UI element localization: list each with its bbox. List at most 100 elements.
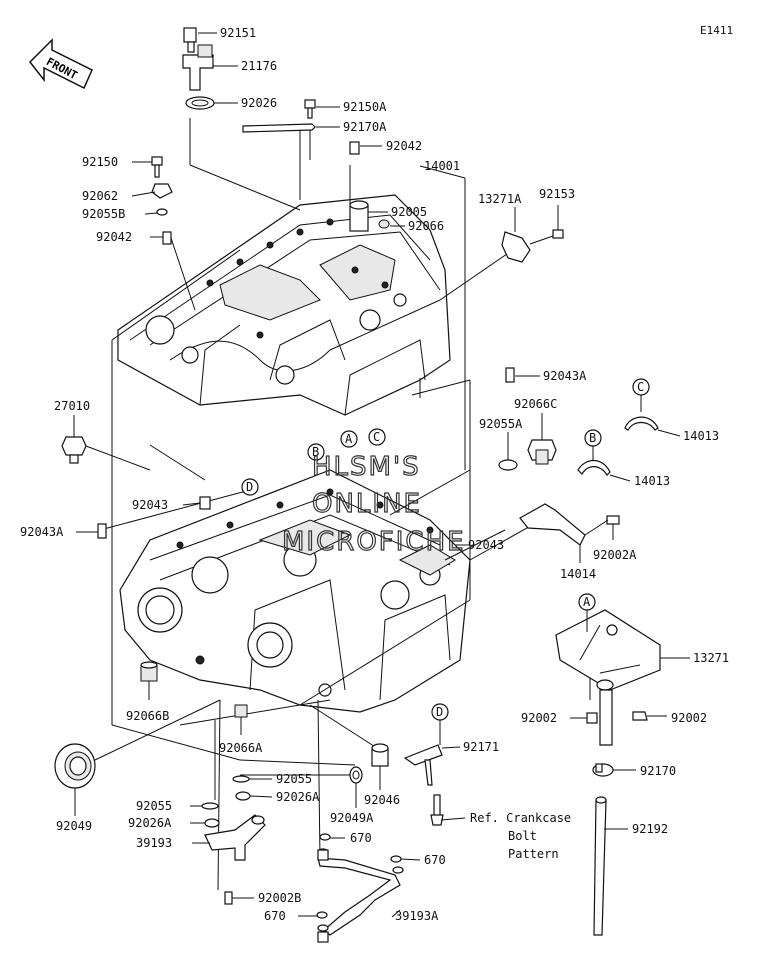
callout-92042-left: 92042 <box>96 230 132 244</box>
callout-92171: 92171 <box>463 740 499 754</box>
ref-circle-a-right: A <box>583 595 591 609</box>
callout-39193A: 39193A <box>395 909 439 923</box>
callout-92055-left: 92055 <box>136 799 172 813</box>
callout-14001: 14001 <box>424 159 460 173</box>
callout-92062: 92062 <box>82 189 118 203</box>
rod-92170A <box>242 123 316 133</box>
callout-92066A: 92066A <box>219 741 263 755</box>
callout-14013-c: 14013 <box>683 429 719 443</box>
pipe-39193A <box>316 833 404 943</box>
callout-92066C: 92066C <box>514 397 557 411</box>
dowel-92043A-left <box>97 523 107 539</box>
callout-13271A: 13271A <box>478 192 522 206</box>
callout-21176: 21176 <box>241 59 277 73</box>
callout-27010: 27010 <box>54 399 90 413</box>
bracket-13271A <box>501 229 564 263</box>
callout-670-a: 670 <box>350 831 372 845</box>
callout-92002-right: 92002 <box>671 711 707 725</box>
callout-92066B: 92066B <box>126 709 169 723</box>
callout-92055B: 92055B <box>82 207 125 221</box>
oil-pan-cover-13271 <box>555 609 661 746</box>
leader-lines <box>94 118 591 891</box>
lower-crankcase <box>119 469 471 713</box>
callout-92042-top: 92042 <box>386 139 422 153</box>
callout-leaders <box>73 32 690 918</box>
ref-circle-b-left: B <box>312 445 319 459</box>
callout-92043-left: 92043 <box>132 498 168 512</box>
callout-92002A: 92002A <box>593 548 637 562</box>
ref-note-line-3: Pattern <box>508 847 559 861</box>
bracket-92171 <box>403 744 444 826</box>
callout-92170: 92170 <box>640 764 676 778</box>
callout-92002B: 92002B <box>258 891 301 905</box>
callout-92005: 92005 <box>391 205 427 219</box>
bolts-92002 <box>586 711 648 724</box>
callout-92192: 92192 <box>632 822 668 836</box>
dowel-92043 <box>199 496 211 510</box>
sleeve-92005 <box>349 200 390 232</box>
callout-92055A: 92055A <box>479 417 523 431</box>
ref-circle-d-left: D <box>246 480 253 494</box>
callout-92049: 92049 <box>56 819 92 833</box>
callout-92049A: 92049A <box>330 811 374 825</box>
callout-13271: 13271 <box>693 651 729 665</box>
sensor-21176 <box>182 27 215 110</box>
callout-39193: 39193 <box>136 836 172 850</box>
callout-92026: 92026 <box>241 96 277 110</box>
callout-92043A-right: 92043A <box>543 369 587 383</box>
hose-92192 <box>593 796 607 936</box>
ref-circle-c-mid: C <box>373 430 380 444</box>
callout-14014: 14014 <box>560 567 596 581</box>
clamp-92170 <box>592 763 614 777</box>
ref-circle-c-top: C <box>637 380 644 394</box>
bearing-half-14013-b <box>577 459 611 476</box>
ref-circle-b-top: B <box>589 431 596 445</box>
oil-pressure-switch-27010 <box>61 436 151 471</box>
callout-92150: 92150 <box>82 155 118 169</box>
ref-note-line-2: Bolt <box>508 829 537 843</box>
oil-seal-92049 <box>54 743 96 789</box>
callout-92026A-left: 92026A <box>128 816 172 830</box>
bushing-92046 <box>371 743 389 767</box>
callout-670-c: 670 <box>264 909 286 923</box>
callout-92055: 92055 <box>276 772 312 786</box>
callout-92170A: 92170A <box>343 120 387 134</box>
callout-92046: 92046 <box>364 793 400 807</box>
breather-plate-14014 <box>519 503 620 546</box>
callout-92150A: 92150A <box>343 100 387 114</box>
watermark-line-3: MICROFICHE <box>282 527 466 557</box>
ref-circle-d-low: D <box>436 705 443 719</box>
oring-92055A <box>498 459 518 471</box>
washer-92049A <box>349 766 363 784</box>
watermark-line-2: ONLINE <box>312 489 422 519</box>
plug-92066B <box>140 661 158 682</box>
bolt-92150A <box>304 99 316 119</box>
bolt-92150-left <box>151 156 173 245</box>
callout-670-b: 670 <box>424 853 446 867</box>
pipe-39193 <box>204 814 266 905</box>
watermark-line-1: HLSM'S <box>312 452 421 482</box>
plug-92066A <box>234 704 248 718</box>
ref-note-line-1: Ref. Crankcase <box>470 811 571 825</box>
upper-crankcase <box>117 194 451 416</box>
front-arrow-icon: FRONT <box>29 38 93 90</box>
bearing-half-14013-c <box>624 416 659 431</box>
callout-92066: 92066 <box>408 219 444 233</box>
plug-92066C <box>527 439 557 465</box>
dowel-92043A-right <box>505 367 515 383</box>
ref-circle-a-mid: A <box>345 432 353 446</box>
callout-92026A: 92026A <box>276 790 320 804</box>
callout-92043A-left: 92043A <box>20 525 64 539</box>
callout-92043-right: 92043 <box>468 538 504 552</box>
circle-refs: C B A C B D A D <box>241 378 650 745</box>
part-callouts: 92151 21176 92026 92150A 92170A 92042 14… <box>20 26 729 923</box>
callout-14013-b: 14013 <box>634 474 670 488</box>
watermark: HLSM'S ONLINE MICROFICHE <box>281 451 466 557</box>
callout-92002-left: 92002 <box>521 711 557 725</box>
diagram-code: E1411 <box>700 24 733 37</box>
dowel-92042-top <box>349 141 360 155</box>
callout-92151: 92151 <box>220 26 256 40</box>
callout-92153: 92153 <box>539 187 575 201</box>
